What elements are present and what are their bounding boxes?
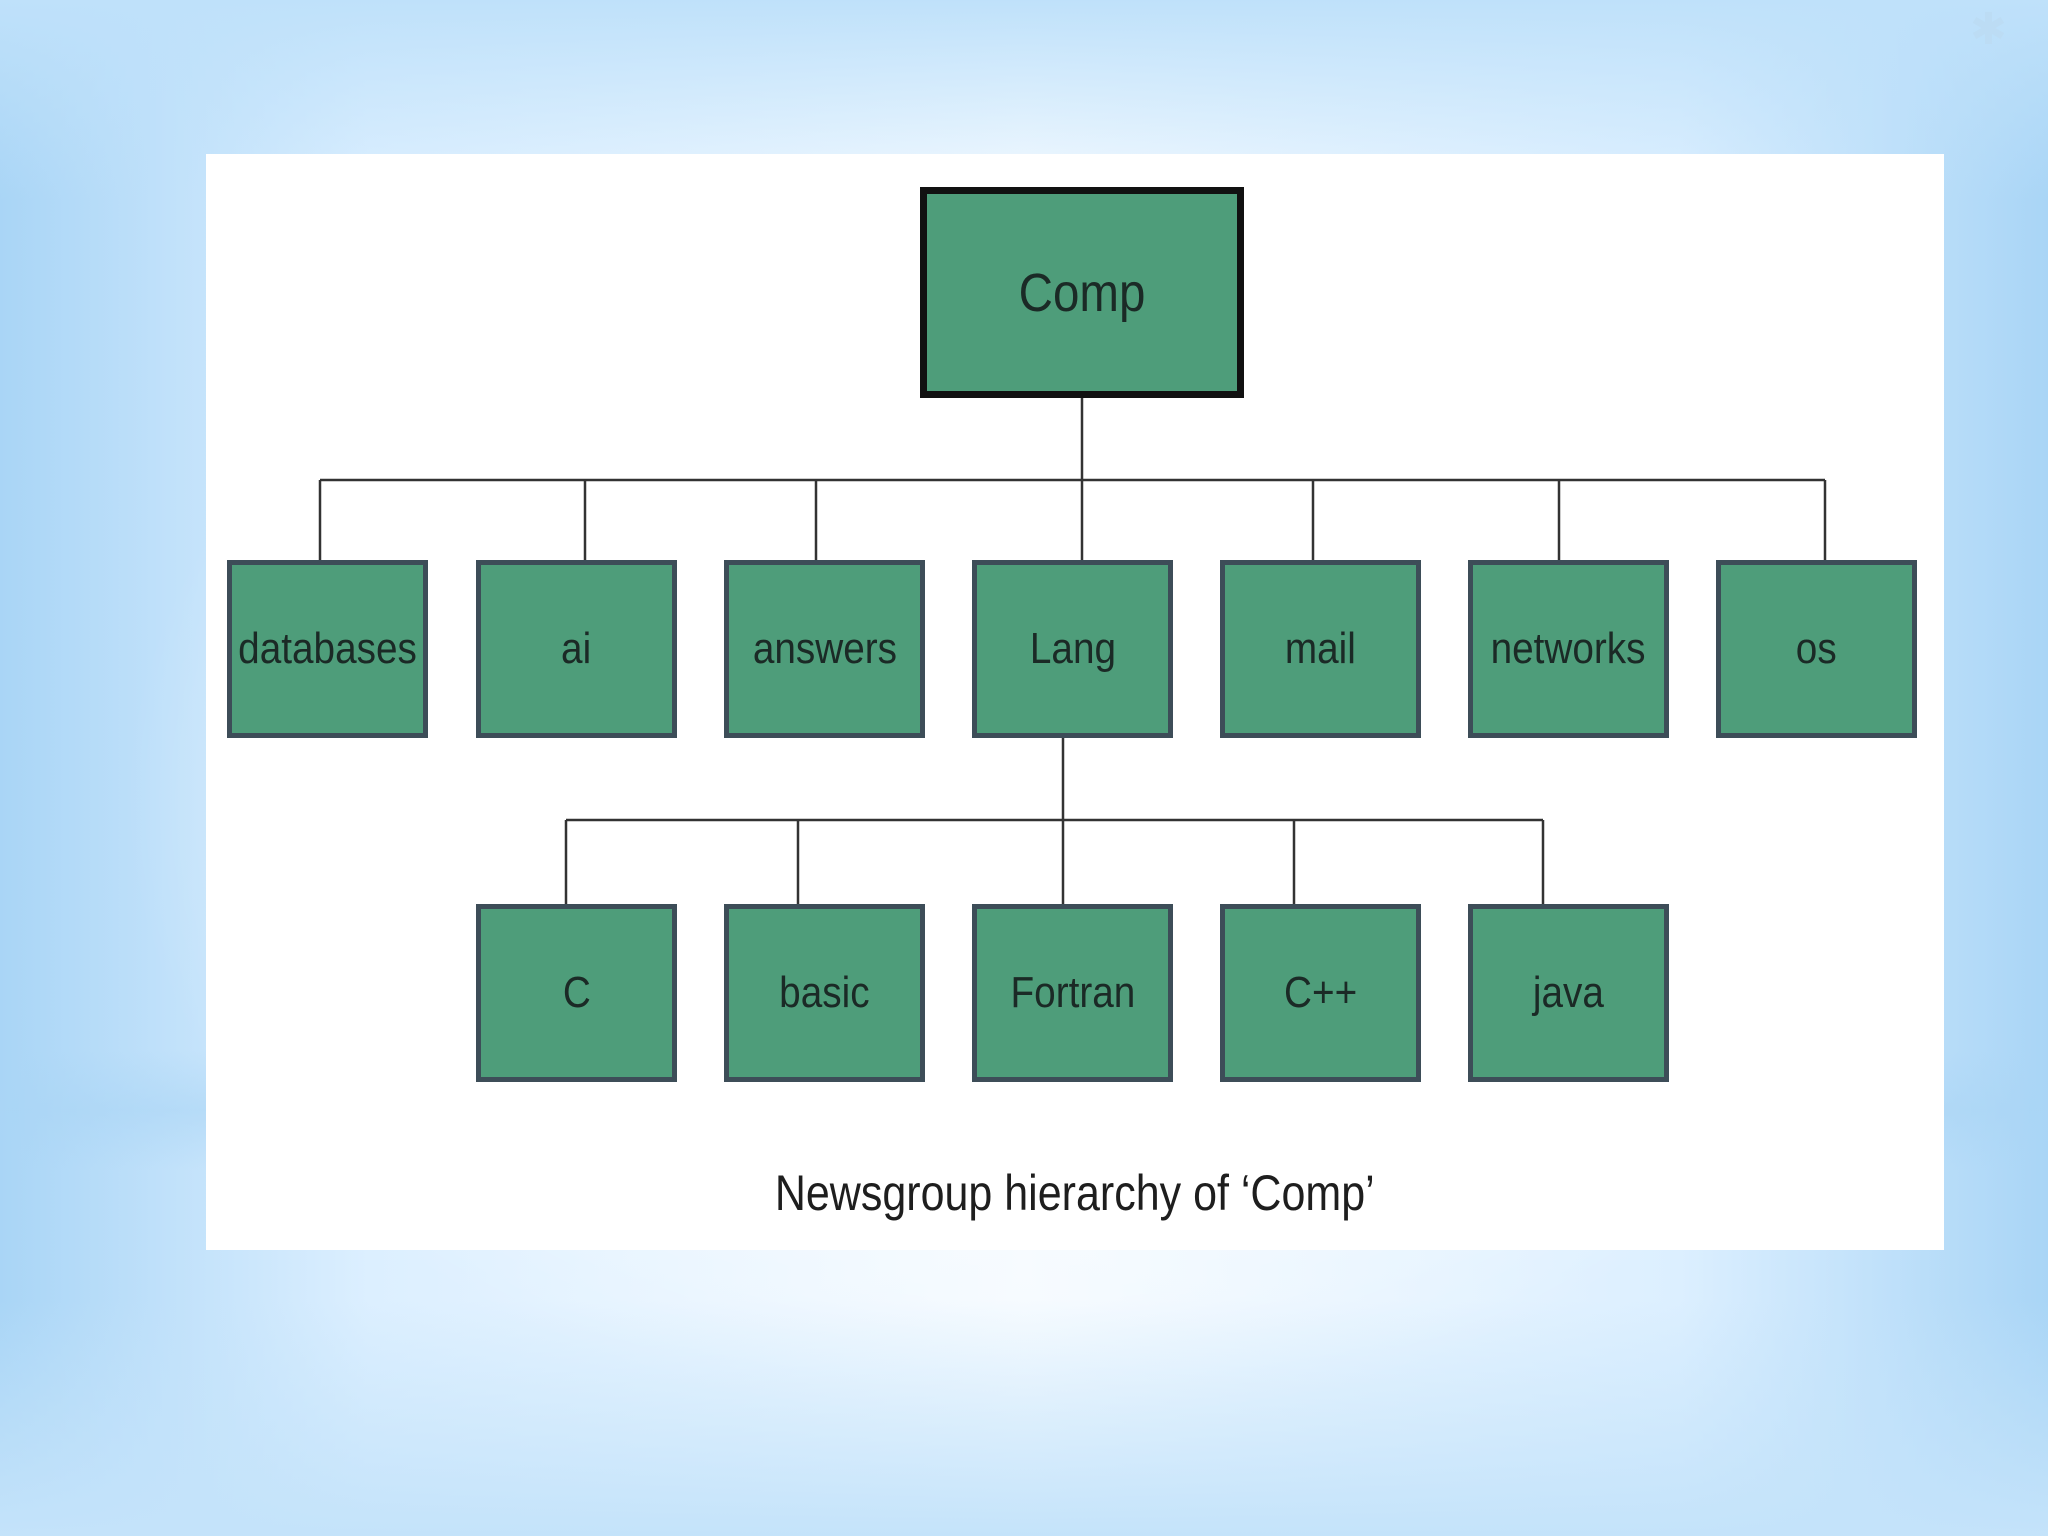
node-mail-label: mail: [1284, 624, 1357, 673]
node-databases-label: databases: [238, 624, 417, 673]
node-java-label: java: [1532, 968, 1605, 1017]
node-fortran-label: Fortran: [1010, 968, 1135, 1017]
node-networks-label: networks: [1491, 624, 1646, 673]
background-bottom-wash: [0, 1300, 2048, 1536]
node-ai: ai: [476, 560, 677, 738]
node-databases: databases: [227, 560, 428, 738]
node-c: C: [476, 904, 677, 1082]
node-mail: mail: [1220, 560, 1421, 738]
diagram-caption: Newsgroup hierarchy of ‘Comp’: [206, 1164, 1944, 1222]
diagram-caption-text: Newsgroup hierarchy of ‘Comp’: [775, 1165, 1375, 1221]
node-basic: basic: [724, 904, 925, 1082]
connector-lines: [318, 398, 1827, 906]
node-cpp-label: C++: [1283, 968, 1358, 1017]
node-os-label: os: [1796, 624, 1837, 673]
node-java: java: [1468, 904, 1669, 1082]
node-fortran: Fortran: [972, 904, 1173, 1082]
node-answers-label: answers: [752, 624, 897, 673]
node-answers: answers: [724, 560, 925, 738]
node-cpp: C++: [1220, 904, 1421, 1082]
node-comp: Comp: [920, 187, 1244, 398]
node-networks: networks: [1468, 560, 1669, 738]
asterisk-icon: ✱: [1970, 5, 2007, 54]
node-basic-label: basic: [779, 968, 870, 1017]
node-ai-label: ai: [561, 624, 592, 673]
diagram-panel: Comp databases ai answers Lang mail netw…: [206, 154, 1944, 1250]
node-os: os: [1716, 560, 1917, 738]
node-lang: Lang: [972, 560, 1173, 738]
node-lang-label: Lang: [1029, 624, 1116, 673]
node-c-label: C: [562, 968, 591, 1017]
node-comp-label: Comp: [1018, 262, 1146, 323]
